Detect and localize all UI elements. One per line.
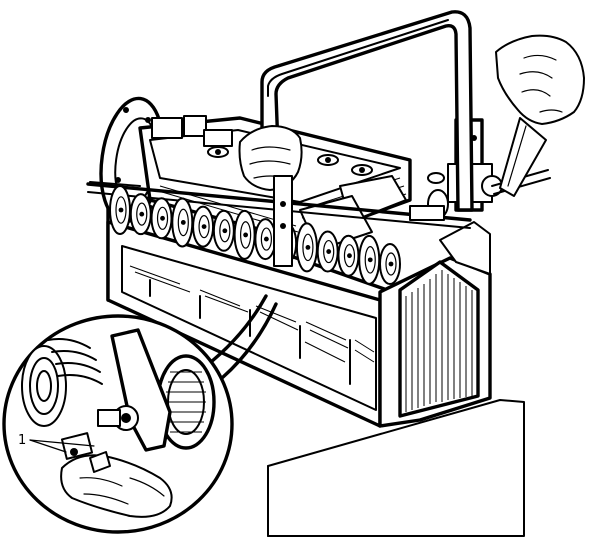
hand-left [238, 125, 303, 267]
pulley-wheel [171, 197, 194, 248]
pulley-wheel [379, 243, 401, 285]
zoom-leader [204, 294, 278, 380]
pulley-wheel [109, 185, 131, 235]
pulley-wheel [254, 218, 277, 261]
detail-lever [97, 328, 172, 452]
pulley-wheel [233, 209, 256, 260]
pulley-wheel [150, 197, 173, 240]
pulley-wheel [295, 222, 318, 273]
detail-spring [21, 338, 103, 427]
u-bracket-handle [260, 10, 474, 212]
pulley-wheel [337, 234, 360, 277]
end-block [378, 221, 492, 428]
pulley-wheel [129, 193, 152, 236]
hand-right [495, 34, 585, 125]
wrench-tool [499, 117, 547, 197]
detail-pulley [156, 354, 216, 450]
detail-fingers [60, 432, 173, 518]
pulley-wheel [316, 230, 339, 273]
workbench [267, 399, 525, 537]
detail-magnifier: 1 [2, 314, 234, 534]
pulley-wheel [358, 234, 381, 285]
pulley-wheel [212, 209, 235, 252]
pulley-wheel [192, 205, 215, 248]
callout-label-1: 1 [18, 433, 26, 448]
